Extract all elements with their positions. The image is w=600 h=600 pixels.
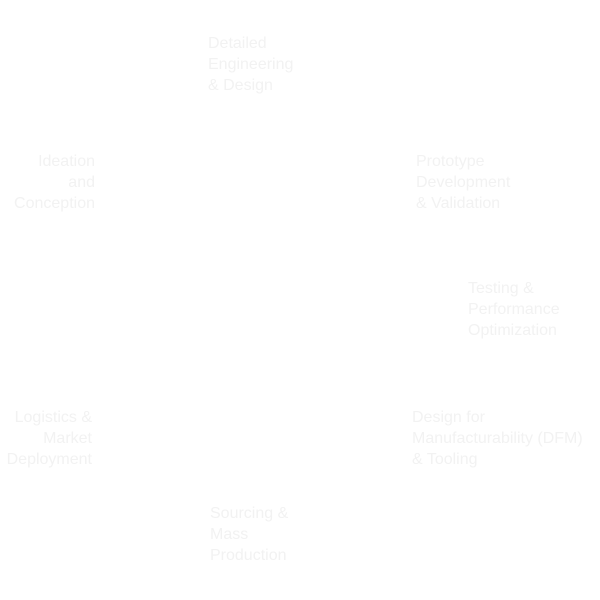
node-design-for-manufacturability: Design for Manufacturability (DFM) & Too… xyxy=(412,409,583,468)
node-detailed-engineering: Detailed Engineering & Design xyxy=(208,35,294,94)
node-testing-optimization: Testing & Performance Optimization xyxy=(468,280,560,339)
node-logistics-deployment: Logistics & Market Deployment xyxy=(6,409,92,468)
node-prototype-development: Prototype Development & Validation xyxy=(416,153,511,212)
node-sourcing-production: Sourcing & Mass Production xyxy=(210,505,289,564)
node-ideation-conception: Ideation and Conception xyxy=(14,153,95,212)
